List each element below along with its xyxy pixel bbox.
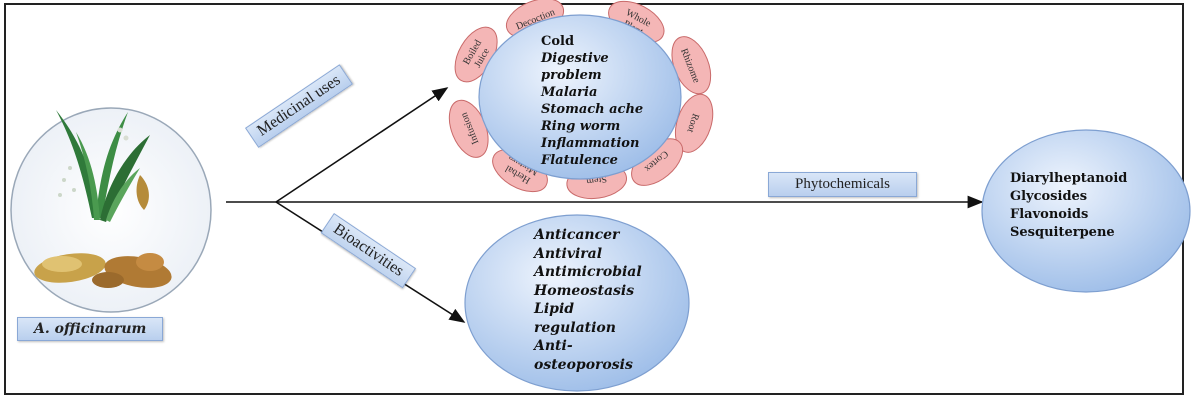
medicinal-use-item: Ring worm [541, 118, 643, 135]
phytochemical-item: Diarylheptanoid [1010, 170, 1127, 188]
bioactivity-item: Homeostasis [534, 282, 642, 301]
medicinal-use-item: Digestive [541, 50, 643, 67]
bioactivity-item: Lipid [534, 300, 642, 319]
bioactivities-list: Anticancer Antiviral Antimicrobial Homeo… [534, 226, 642, 374]
medicinal-use-item: Cold [541, 33, 643, 50]
phytochemicals-list: Diarylheptanoid Glycosides Flavonoids Se… [1010, 170, 1127, 242]
medicinal-use-item: problem [541, 67, 643, 84]
plant-name-label: A. officinarum [17, 317, 163, 341]
phytochemical-item: Sesquiterpene [1010, 224, 1127, 242]
medicinal-use-item: Stomach ache [541, 101, 643, 118]
phytochemical-item: Flavonoids [1010, 206, 1127, 224]
bioactivity-item: Anti- [534, 337, 642, 356]
bioactivity-item: Anticancer [534, 226, 642, 245]
medicinal-use-item: Inflammation [541, 135, 643, 152]
phytochemical-item: Glycosides [1010, 188, 1127, 206]
medicinal-use-item: Flatulence [541, 152, 643, 169]
medicinal-uses-list: Cold Digestive problem Malaria Stomach a… [541, 33, 643, 169]
phytochemicals-label: Phytochemicals [768, 172, 917, 197]
bioactivity-item: Antimicrobial [534, 263, 642, 282]
bioactivity-item: Antiviral [534, 245, 642, 264]
bioactivity-item: regulation [534, 319, 642, 338]
medicinal-use-item: Malaria [541, 84, 643, 101]
bioactivity-item: osteoporosis [534, 356, 642, 375]
